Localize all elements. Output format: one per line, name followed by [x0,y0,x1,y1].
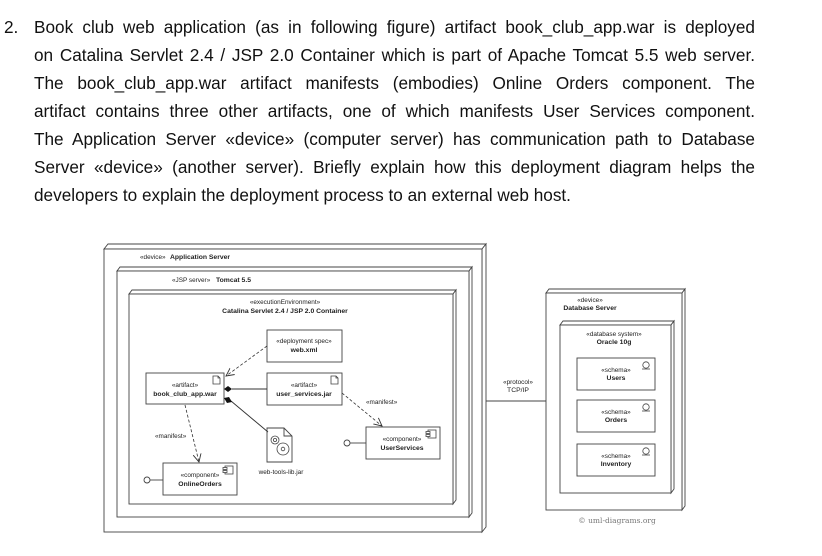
schema-icon [642,447,650,455]
db-server-name: Database Server [563,305,617,312]
question-line: Book club web application (as in followi… [34,17,755,37]
question-line: developers to explain the deployment pro… [34,185,571,205]
user-services-name: UserServices [380,445,423,452]
artifact-user-services-jar: «artifact» user_services.jar [266,372,343,406]
schema-icon [642,361,650,369]
tomcat-stereotype: «JSP server» [172,277,211,284]
artifact-book-club-war: «artifact» book_club_app.war [145,372,225,405]
web-xml-name: web.xml [290,347,318,354]
document-icon [330,375,339,385]
question-line: The Application Server «device» (compute… [34,129,755,149]
question-line: Server «device» (another server). Briefl… [34,157,755,177]
online-orders-name: OnlineOrders [178,481,222,488]
schema-users: «schema» Users [576,357,656,391]
user-services-jar-name: user_services.jar [276,391,332,398]
container-stereotype: «executionEnvironment» [250,299,321,306]
protocol-stereotype: «protocol» [503,379,533,386]
watermark: © uml-diagrams.org [578,516,656,525]
question-number: 2. [4,17,19,37]
schema-name: Inventory [601,461,632,468]
db-system-name: Oracle 10g [597,339,632,346]
tomcat-name: Tomcat 5.5 [216,277,251,284]
document-icon [212,375,221,385]
user-services-jar-stereotype: «artifact» [291,382,318,389]
manifest-label: «manifest» [155,433,187,440]
artifact-web-tools-lib: web-tools-lib.jar [258,427,305,476]
db-server-stereotype: «device» [577,297,603,304]
component-icon [222,465,234,475]
composition-diamond [224,386,232,392]
manifest-user-services [341,392,382,426]
web-tools-lib-name: web-tools-lib.jar [258,469,305,476]
composition-diamond [224,397,232,403]
interface-icon [343,439,351,447]
component-icon [425,429,437,439]
app-server-stereotype: «device» [140,254,166,261]
app-server-name: Application Server [170,254,230,261]
online-orders-stereotype: «component» [181,472,220,479]
book-club-war-stereotype: «artifact» [172,382,199,389]
interface-icon [143,476,151,484]
schema-icon [642,403,650,411]
gears-icon [270,435,290,456]
question-line: The book_club_app.war artifact manifests… [34,73,755,93]
question-line: artifact contains three other artifacts,… [34,101,755,121]
schema-stereotype: «schema» [601,409,631,416]
component-online-orders: «component» OnlineOrders [143,462,238,496]
schema-inventory: «schema» Inventory [576,443,656,477]
deployment-spec-dependency [226,345,268,376]
schema-stereotype: «schema» [601,367,631,374]
composition-web-tools-lib [230,400,269,433]
component-user-services: «component» UserServices [343,426,441,460]
edges [184,345,382,462]
schema-stereotype: «schema» [601,453,631,460]
protocol-name: TCP/IP [507,387,529,394]
schema-name: Orders [605,417,628,424]
schema-orders: «schema» Orders [576,399,656,433]
container-name: Catalina Servlet 2.4 / JSP 2.0 Container [222,308,348,315]
web-xml-stereotype: «deployment spec» [276,338,332,345]
question-line: on Catalina Servlet 2.4 / JSP 2.0 Contai… [34,45,755,65]
manifest-label: «manifest» [366,399,398,406]
artifact-web-xml: «deployment spec» web.xml [266,329,343,363]
book-club-war-name: book_club_app.war [153,391,217,398]
schema-name: Users [607,375,626,382]
user-services-stereotype: «component» [383,436,422,443]
db-system-stereotype: «database system» [586,331,642,338]
